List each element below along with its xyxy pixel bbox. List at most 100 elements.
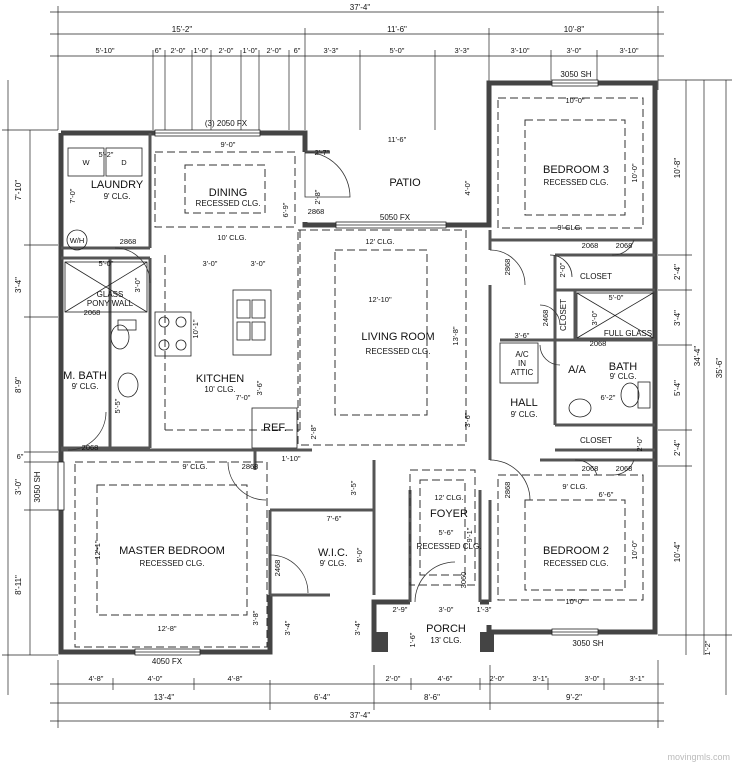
bedroom2-ceiling: RECESSED CLG. bbox=[544, 559, 609, 568]
dim-10-1: 10'-1" bbox=[191, 319, 200, 338]
dim-2068-c1: 2068 bbox=[582, 464, 599, 473]
dim-b9: 3'-1" bbox=[630, 674, 645, 683]
kitchen-fixtures: REF. bbox=[154, 289, 298, 449]
dim-t13: 3'-0" bbox=[567, 46, 582, 55]
dim-7-6: 7'-6" bbox=[327, 514, 342, 523]
dim-left-c: 8'-9" bbox=[14, 377, 23, 393]
dim-2-7: 2'-7" bbox=[315, 148, 330, 157]
closet-label-1: CLOSET bbox=[580, 272, 612, 281]
dim-5-2: 5'-2" bbox=[99, 150, 114, 159]
dim-1-10: 1'-10" bbox=[281, 454, 300, 463]
dim-bot-d: 9'-2" bbox=[566, 693, 582, 702]
closet-label-2: CLOSET bbox=[580, 436, 612, 445]
foyer-ceiling: RECESSED CLG. bbox=[417, 542, 482, 551]
window-3050-left: 3050 SH bbox=[33, 471, 42, 502]
dim-12-1: 12'-1" bbox=[93, 540, 102, 559]
right-dimensions: 10'-8" 2'-4" 3'-4" 5'-4" 2'-4" 10'-4" 34… bbox=[658, 79, 732, 695]
dim-b4: 2'-0" bbox=[386, 674, 401, 683]
dim-3-4-b: 3'-4" bbox=[353, 620, 362, 635]
master-bath-label: M. BATH bbox=[63, 370, 107, 382]
dim-b7: 3'-1" bbox=[533, 674, 548, 683]
dim-1-6: 1'-6" bbox=[408, 632, 417, 647]
dim-3-8: 3'-8" bbox=[251, 610, 260, 625]
dim-b2: 4'-0" bbox=[148, 674, 163, 683]
window-2050-fx: (3) 2050 FX bbox=[205, 119, 248, 128]
dim-2868-b2: 2868 bbox=[503, 482, 512, 499]
porch-ceiling: 13' CLG. bbox=[430, 636, 461, 645]
dim-12-8: 12'-8" bbox=[157, 624, 176, 633]
dim-top-total: 37'-4" bbox=[350, 3, 371, 12]
dim-5-5: 5'-5" bbox=[113, 398, 122, 413]
porch-column-right bbox=[480, 632, 494, 652]
dim-12-clg: 12' CLG. bbox=[365, 237, 394, 246]
dim-2868-laundry: 2868 bbox=[120, 237, 137, 246]
dim-t14: 3'-10" bbox=[619, 46, 638, 55]
dim-r5: 2'-4" bbox=[673, 440, 682, 456]
dim-t10: 5'-0" bbox=[390, 46, 405, 55]
dim-10-0-b2-bot: 10'-0" bbox=[565, 597, 584, 606]
interior-walls bbox=[61, 133, 655, 602]
dim-2468-wic: 2468 bbox=[273, 560, 282, 577]
dim-3-6-ac: 3'-6" bbox=[515, 331, 530, 340]
dim-top-b: 11'-6" bbox=[387, 25, 407, 34]
window-5050-fx: 5050 FX bbox=[380, 213, 411, 222]
dim-t3: 2'-0" bbox=[171, 46, 186, 55]
laundry-label: LAUNDRY bbox=[91, 179, 144, 191]
dim-7-0-k: 7'-0" bbox=[236, 393, 251, 402]
left-dimensions: 7'-10" 3'-4" 8'-9" 6" 3'-0" 8'-11" 3050 … bbox=[2, 80, 58, 695]
dim-b6: 2'-0" bbox=[490, 674, 505, 683]
patio-label: PATIO bbox=[389, 177, 421, 189]
dim-6-9: 6'-9" bbox=[281, 202, 290, 217]
dim-5-0-bath: 5'-0" bbox=[609, 293, 624, 302]
dim-r2: 2'-4" bbox=[673, 264, 682, 280]
windows: (3) 2050 FX 5050 FX 3050 SH 4050 FX 3050… bbox=[57, 70, 604, 666]
dim-r1: 10'-8" bbox=[673, 158, 682, 179]
dim-bot-c: 8'-6" bbox=[424, 693, 440, 702]
porch-label: PORCH bbox=[426, 623, 466, 635]
dim-left-d: 6" bbox=[17, 452, 24, 461]
ac-in: IN bbox=[518, 359, 526, 368]
dim-t5: 2'-0" bbox=[219, 46, 234, 55]
dim-11-6: 11'-6" bbox=[388, 135, 407, 144]
laundry-ceiling: 9' CLG. bbox=[104, 192, 131, 201]
window-3050-top: 3050 SH bbox=[560, 70, 591, 79]
interior-dimensions: 9'-0" 5'-2" 2'-7" 11'-6" 10'-0" 10'-0" 2… bbox=[68, 96, 644, 647]
dim-10-0-b2: 10'-0" bbox=[630, 540, 639, 559]
dim-bot-a: 13'-4" bbox=[154, 693, 175, 702]
dim-b3: 4'-8" bbox=[228, 674, 243, 683]
bedroom3-label: BEDROOM 3 bbox=[543, 164, 609, 176]
refrigerator-label: REF. bbox=[263, 422, 287, 434]
dim-left-b: 3'-4" bbox=[14, 277, 23, 293]
dim-5-6: 5'-6" bbox=[439, 528, 454, 537]
dim-3-5: 3'-5" bbox=[349, 480, 358, 495]
dim-2068-mbr: 2068 bbox=[82, 443, 99, 452]
dim-top-a: 15'-2" bbox=[172, 25, 193, 34]
dim-4-0: 4'-0" bbox=[463, 180, 472, 195]
dim-r6: 10'-4" bbox=[673, 542, 682, 563]
dim-6-6: 6'-6" bbox=[599, 490, 614, 499]
dim-7-0: 7'-0" bbox=[68, 188, 77, 203]
dim-3-6-hall: 3'-6" bbox=[463, 412, 472, 427]
pony-wall-label: PONY WALL bbox=[87, 299, 134, 308]
dim-12-10: 12'-10" bbox=[368, 295, 392, 304]
dim-left-a: 7'-10" bbox=[14, 180, 23, 201]
dim-2868-b3: 2868 bbox=[503, 259, 512, 276]
kitchen-label: KITCHEN bbox=[196, 373, 244, 385]
dim-3-0-c: 3'-0" bbox=[133, 277, 142, 292]
bath-label: BATH bbox=[609, 361, 638, 373]
dim-2068-mb: 2068 bbox=[84, 308, 101, 317]
dim-r3: 3'-4" bbox=[673, 310, 682, 326]
hall-ceiling: 9' CLG. bbox=[511, 410, 538, 419]
ac-attic: ATTIC bbox=[511, 368, 534, 377]
door-swings bbox=[67, 151, 635, 603]
dim-9-clg-b3: 9' CLG. bbox=[557, 223, 582, 232]
dim-5-0-wic: 5'-0" bbox=[355, 547, 364, 562]
dim-2-0-c1: 2'-0" bbox=[558, 262, 567, 277]
master-bedroom-label: MASTER BEDROOM bbox=[119, 545, 225, 557]
dim-3060: 3060 bbox=[459, 572, 468, 589]
dim-2-8: 2'-8" bbox=[313, 189, 322, 204]
dim-6-2: 6'-2" bbox=[601, 393, 616, 402]
dim-2068-bath: 2068 bbox=[590, 339, 607, 348]
glass-label: GLASS bbox=[97, 290, 124, 299]
dim-left-f: 8'-11" bbox=[14, 575, 23, 595]
